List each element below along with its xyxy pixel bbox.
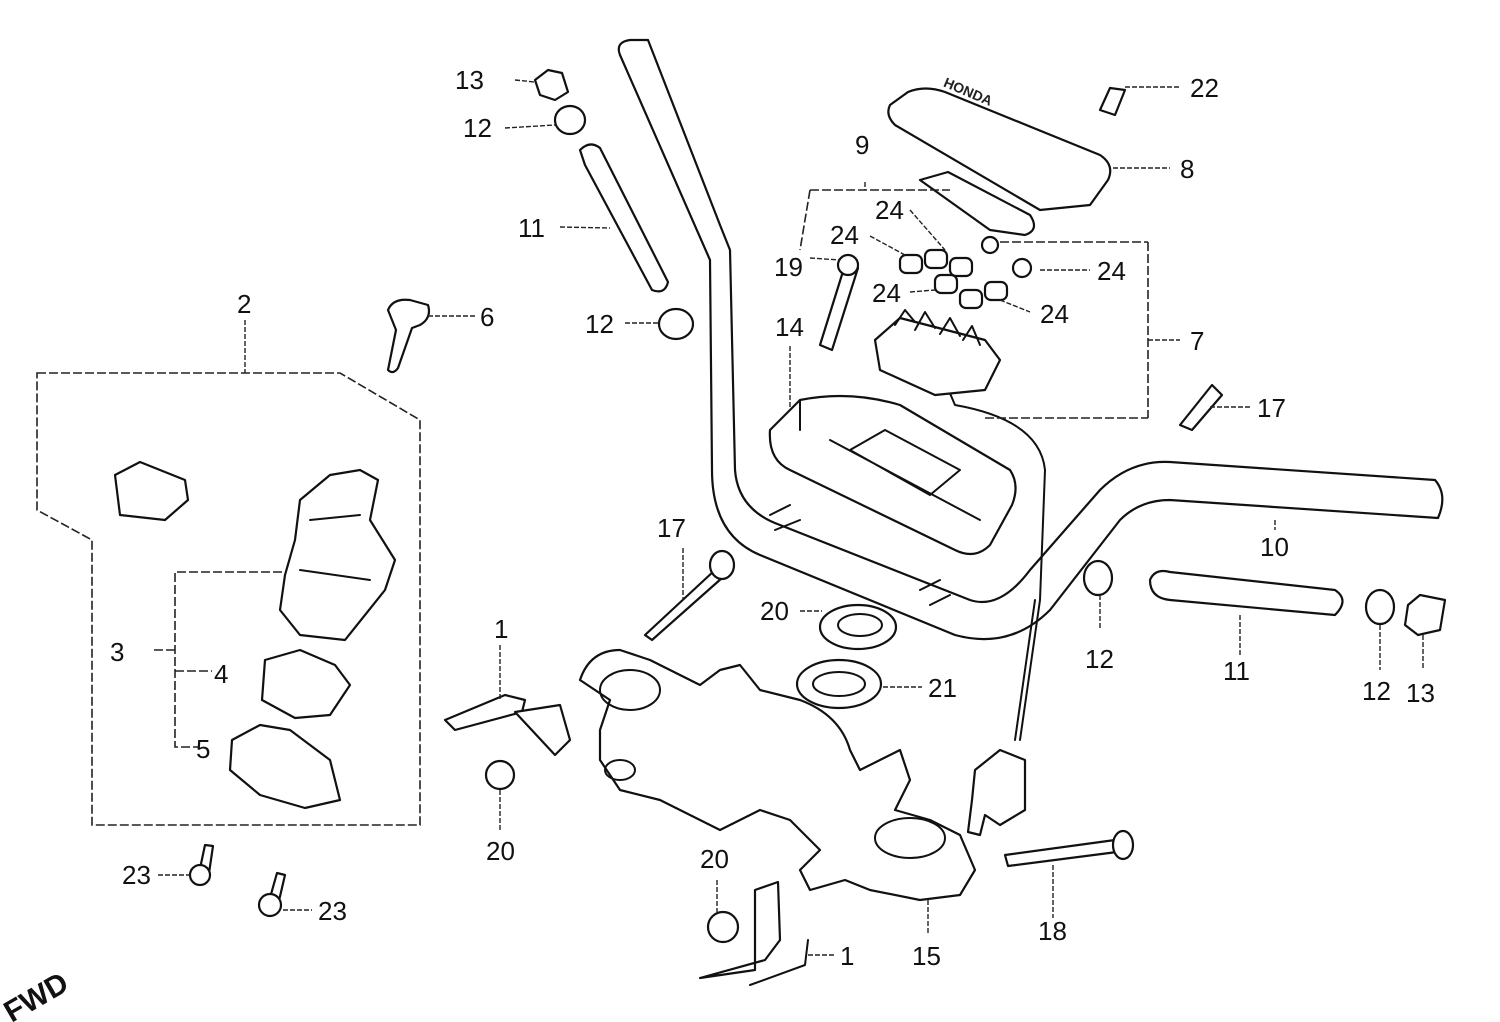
callout-8: 8 [1180, 154, 1194, 184]
fuse-box-cover: HONDA [887, 74, 1112, 237]
nut-20-left [484, 759, 516, 791]
callout-17: 18 [1038, 916, 1067, 946]
callout-3: 3 [110, 637, 124, 667]
callout-22: 22 [1190, 73, 1219, 103]
top-bridge [578, 648, 977, 902]
callout-11: 11 [518, 213, 545, 243]
callout-12: 12 [1085, 644, 1114, 674]
callout-19: 20 [760, 596, 789, 626]
callout-6: 6 [480, 302, 494, 332]
callout-23: 23 [318, 896, 347, 926]
callout-24: 24 [1097, 256, 1126, 286]
callout-23: 23 [122, 860, 151, 890]
washer-21 [795, 658, 883, 710]
wire-connector [966, 748, 1027, 837]
callout-17: 17 [657, 513, 686, 543]
callout-2: 2 [237, 289, 251, 319]
callout-15: 15 [912, 941, 941, 971]
wire-clips-1 [443, 693, 809, 986]
fuse-box [873, 309, 1002, 397]
callout-1: 1 [494, 614, 508, 644]
callout-20: 20 [700, 844, 729, 874]
callout-16: 17 [1257, 393, 1286, 423]
callout-18: 19 [774, 252, 803, 282]
handlebar [617, 38, 1444, 641]
callout-1: 1 [840, 941, 854, 971]
callout-24: 24 [830, 220, 859, 250]
callout-13: 13 [1406, 678, 1435, 708]
screw-22 [1098, 86, 1127, 117]
ignition-switch-parts [113, 460, 397, 810]
callout-numbers: 13 12 11 12 6 2 3 4 5 23 23 9 24 24 19 2… [110, 65, 1435, 971]
ignition-key [386, 298, 431, 374]
callout-12: 12 [1362, 676, 1391, 706]
callout-20: 20 [486, 836, 515, 866]
fuses [898, 235, 1033, 310]
sub-assembly-bracket [152, 571, 282, 748]
bolts-23 [188, 843, 287, 918]
left-grip-parts [533, 68, 695, 341]
clip-16 [1178, 383, 1224, 432]
fwd-direction-marker: FWD [0, 966, 74, 1022]
strap-and-bolt [818, 253, 860, 352]
callout-21: 21 [928, 673, 957, 703]
right-grip-parts [1082, 559, 1447, 637]
nut-20-right [706, 910, 740, 944]
bolts-17 [643, 549, 1135, 868]
callout-12: 12 [463, 113, 492, 143]
callout-12: 12 [585, 309, 614, 339]
callout-13: 13 [455, 65, 484, 95]
leader-lines [158, 79, 1424, 956]
ignition-switch-assembly-outline [36, 372, 421, 826]
callout-14: 14 [775, 312, 804, 342]
callout-24: 24 [872, 278, 901, 308]
callout-5: 5 [196, 734, 210, 764]
callout-9: 9 [855, 130, 869, 160]
callout-24: 24 [1040, 299, 1069, 329]
callout-10: 10 [1260, 532, 1289, 562]
handlebar-holder-housing [768, 369, 1046, 741]
callout-11: 11 [1223, 656, 1250, 686]
callout-24: 24 [875, 195, 904, 225]
washer-19 [818, 603, 898, 651]
callout-4: 4 [214, 659, 228, 689]
callout-7: 7 [1190, 326, 1204, 356]
